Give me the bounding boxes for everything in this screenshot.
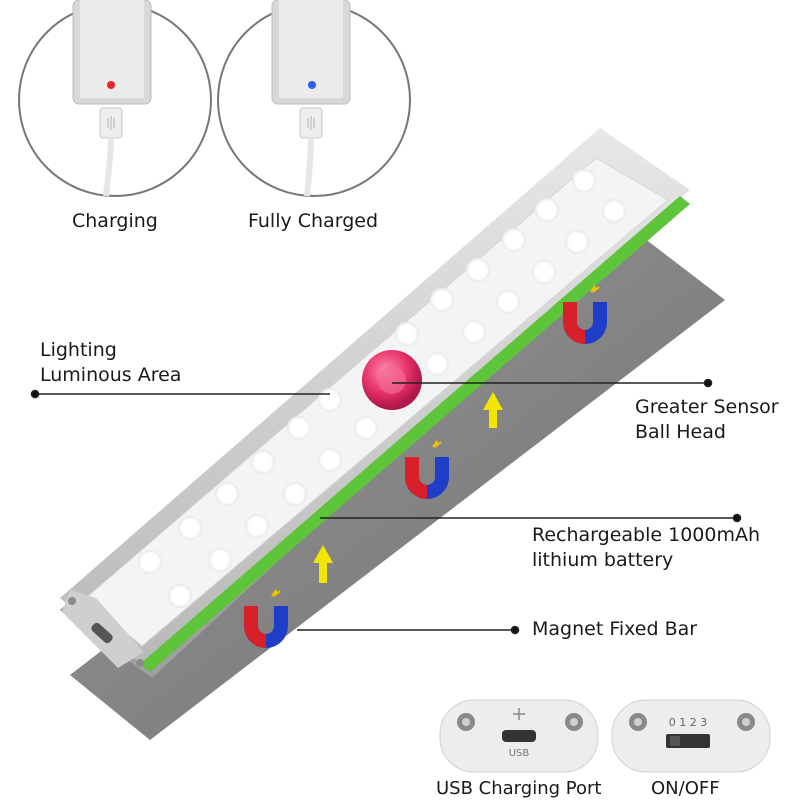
fully-charged-label: Fully Charged [248,210,379,232]
usb-port-detail [439,699,599,773]
battery-label: Rechargeable 1000mAh lithium battery [532,524,761,571]
sensor-ball-head [362,350,422,410]
accent-strip [140,196,690,672]
magnet-bar-label: Magnet Fixed Bar [532,618,698,640]
callout-lines [30,378,742,635]
charging-label: Charging [72,210,158,232]
blue-led-icon [308,81,316,89]
arrow-up-icon [483,392,503,428]
sensor-label: Greater Sensor Ball Head [635,396,779,443]
magnet-icon [563,285,607,344]
charging-indicator-view [18,0,212,197]
led-array [138,169,626,608]
usb-port-label: USB Charging Port [436,778,602,799]
switch-label: ON/OFF [651,778,720,799]
magnet-icon [405,440,449,499]
usb-port-icon [91,622,113,644]
switch-positions: 0 1 2 3 [669,716,707,729]
switch-detail [611,699,771,773]
usb-text: USB [509,748,530,759]
arrow-up-icon [313,545,333,583]
lighting-area-label: Lighting Luminous Area [40,339,182,386]
red-led-icon [107,81,115,89]
magnet-icon [244,589,288,648]
magnet-fixed-bar [70,235,725,740]
fully-charged-indicator-view [217,0,411,197]
